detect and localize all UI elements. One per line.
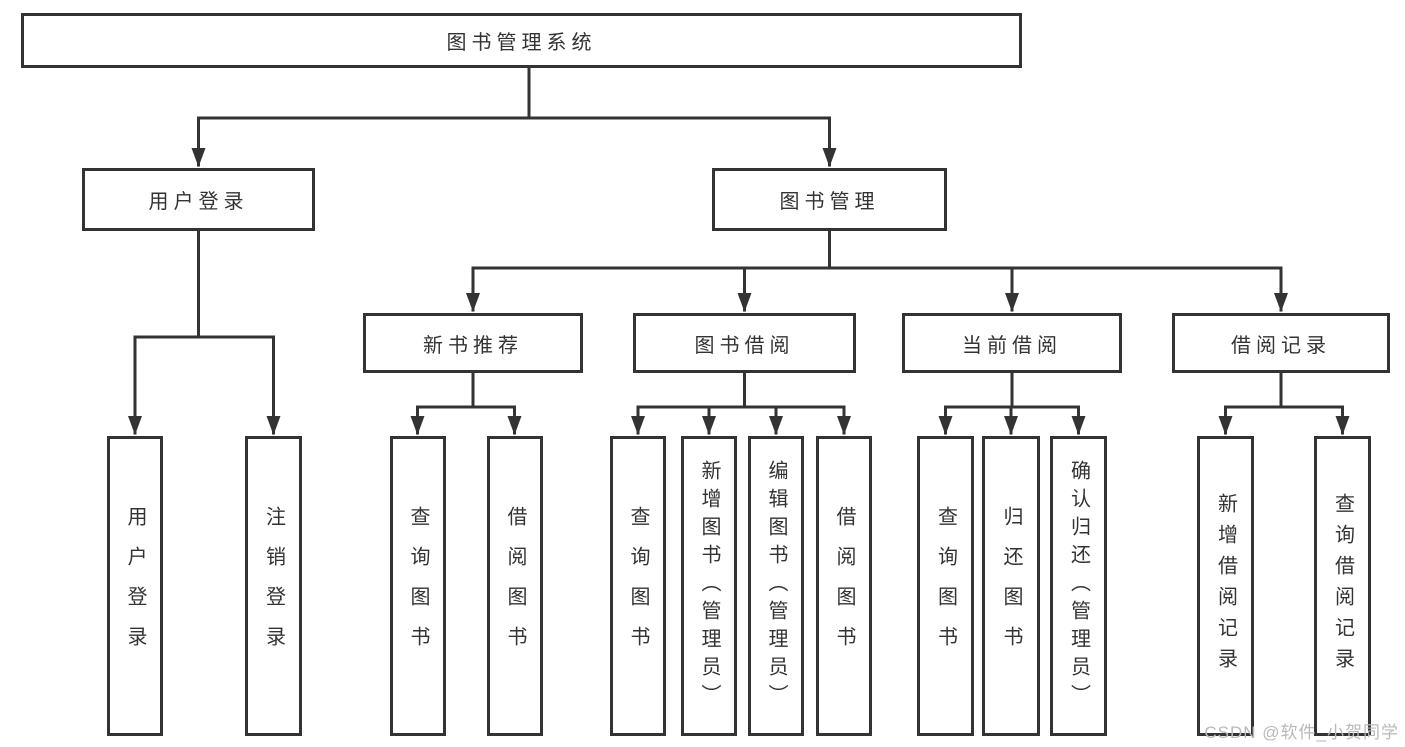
node-leaf-user-login: 用户登录 [107, 436, 163, 736]
node-leaf-search-books-borrowing: 查询图书 [610, 436, 666, 736]
node-leaf-add-borrow-record: 新增借阅记录 [1197, 436, 1254, 736]
csdn-watermark: CSDN @软件_小贺同学 [1204, 723, 1399, 742]
node-leaf-search-books-current: 查询图书 [917, 436, 974, 736]
node-borrowing-records: 借阅记录 [1172, 313, 1390, 373]
node-leaf-add-books-admin: 新增图书（管理员） [681, 436, 737, 736]
node-leaf-search-borrow-record: 查询借阅记录 [1314, 436, 1371, 736]
node-leaf-search-books-recommend: 查询图书 [390, 436, 446, 736]
node-leaf-confirm-return-admin: 确认归还（管理员） [1050, 436, 1107, 736]
node-leaf-borrow-books-borrowing: 借阅图书 [816, 436, 872, 736]
node-leaf-edit-books-admin: 编辑图书（管理员） [748, 436, 804, 736]
node-user-login: 用户登录 [82, 168, 315, 231]
node-leaf-borrow-books-recommend: 借阅图书 [487, 436, 543, 736]
node-current-borrowing: 当前借阅 [902, 313, 1122, 373]
node-leaf-logout: 注销登录 [245, 436, 302, 736]
node-library-management-system: 图书管理系统 [21, 13, 1022, 68]
node-new-book-recommendation: 新书推荐 [363, 313, 583, 373]
node-book-management: 图书管理 [712, 168, 947, 231]
node-leaf-return-books: 归还图书 [982, 436, 1040, 736]
node-book-borrowing: 图书借阅 [633, 313, 856, 373]
